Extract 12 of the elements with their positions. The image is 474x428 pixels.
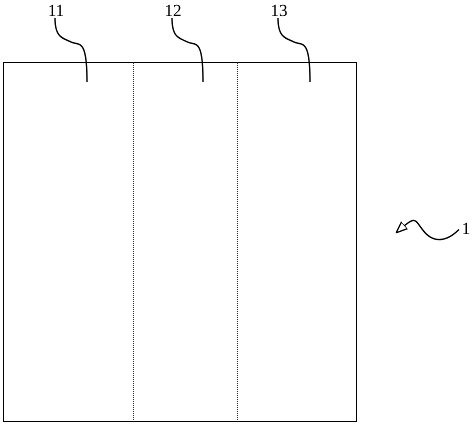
callout-number: 1 bbox=[460, 220, 472, 237]
callout-number: 12 bbox=[161, 2, 185, 19]
panel-section bbox=[3, 62, 134, 422]
callout-number: 11 bbox=[44, 2, 68, 19]
panel-outline bbox=[3, 62, 357, 422]
callout-number: 13 bbox=[267, 2, 291, 19]
leader-line bbox=[54, 18, 88, 82]
reference-arrow bbox=[396, 220, 460, 240]
leader-line bbox=[277, 18, 311, 82]
leader-line bbox=[171, 18, 204, 82]
panel-section bbox=[134, 62, 238, 422]
panel-section bbox=[238, 62, 357, 422]
